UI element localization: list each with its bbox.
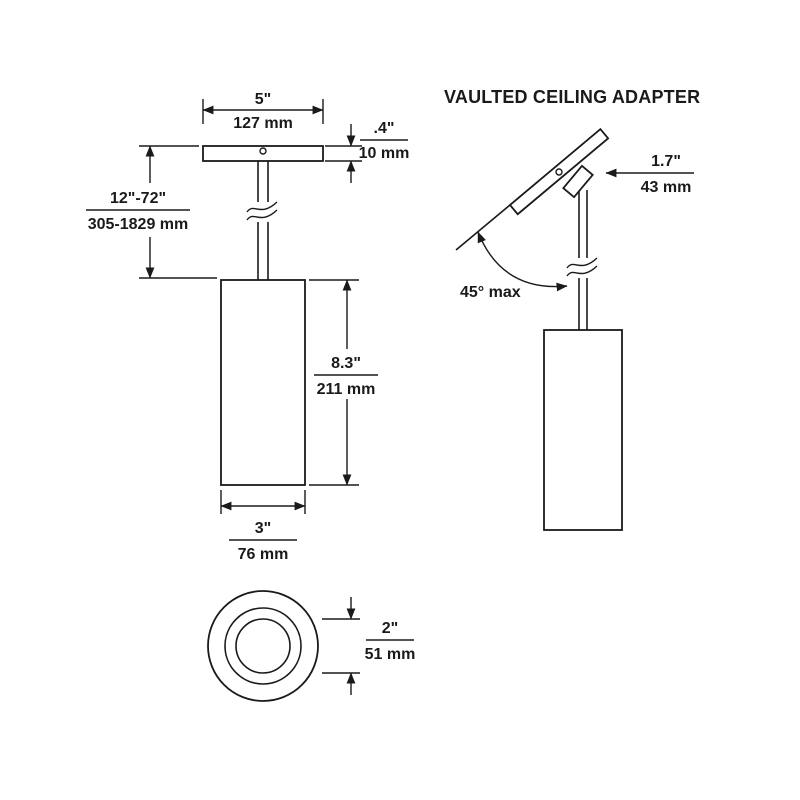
sloped-ceiling-line bbox=[455, 204, 511, 251]
canopy-width-mm-label: 127 mm bbox=[233, 115, 293, 132]
canopy-thickness-mm-label: 10 mm bbox=[359, 145, 410, 162]
angle-max-label: 45° max bbox=[460, 284, 521, 301]
dimension-text-mask bbox=[310, 349, 382, 399]
dim-canopy-thickness: .4" 10 mm bbox=[325, 120, 409, 183]
bottom-view-trim-circle bbox=[224, 607, 302, 685]
adapter-pendant-body-outline bbox=[543, 329, 623, 531]
canopy-thickness-inches-label: .4" bbox=[374, 120, 395, 137]
bottom-view-outer-circle bbox=[207, 590, 319, 702]
dim-suspension-length: 12"-72" 305-1829 mm bbox=[84, 145, 217, 279]
dim-aperture: 2" 51 mm bbox=[322, 597, 415, 695]
swivel-knuckle bbox=[562, 164, 594, 199]
stem-break-squiggle bbox=[566, 257, 598, 269]
adapter-canopy-plate bbox=[508, 127, 610, 216]
body-diameter-mm-label: 76 mm bbox=[238, 546, 289, 563]
suspension-inches-label: 12"-72" bbox=[110, 190, 166, 207]
aperture-mm-label: 51 mm bbox=[365, 646, 416, 663]
body-height-inches-label: 8.3" bbox=[331, 355, 361, 372]
pendant-bottom-view: 2" 51 mm bbox=[207, 590, 415, 702]
stem-break-squiggle bbox=[246, 201, 278, 213]
stem-break-squiggle bbox=[566, 265, 598, 277]
bottom-view-aperture-circle bbox=[235, 618, 291, 674]
pendant-side-view: 5" 127 mm .4" 10 mm 12"-72" 305-1829 mm bbox=[84, 91, 409, 563]
vaulted-ceiling-adapter-view: VAULTED CEILING ADAPTER 1.7" 43 mm 45° m… bbox=[444, 87, 700, 531]
stem-break-squiggle bbox=[246, 209, 278, 221]
adapter-inches-label: 1.7" bbox=[651, 153, 681, 170]
body-height-mm-label: 211 mm bbox=[317, 381, 376, 398]
adapter-mm-label: 43 mm bbox=[641, 179, 692, 196]
dim-body-diameter: 3" 76 mm bbox=[220, 490, 306, 563]
angle-callout: 45° max bbox=[460, 231, 568, 301]
aperture-inches-label: 2" bbox=[382, 620, 398, 637]
dim-body-height: 8.3" 211 mm bbox=[309, 279, 382, 486]
suspension-mm-label: 305-1829 mm bbox=[88, 216, 189, 233]
canopy-width-inches-label: 5" bbox=[255, 91, 271, 108]
body-diameter-inches-label: 3" bbox=[255, 520, 271, 537]
adapter-screw-icon bbox=[555, 168, 563, 176]
section-title: VAULTED CEILING ADAPTER bbox=[444, 87, 700, 107]
angle-arc bbox=[477, 231, 568, 292]
dim-adapter: 1.7" 43 mm bbox=[605, 153, 694, 196]
pendant-body-outline bbox=[220, 279, 306, 486]
dim-canopy-width: 5" 127 mm bbox=[202, 91, 324, 132]
canopy-screw-icon bbox=[259, 147, 267, 155]
